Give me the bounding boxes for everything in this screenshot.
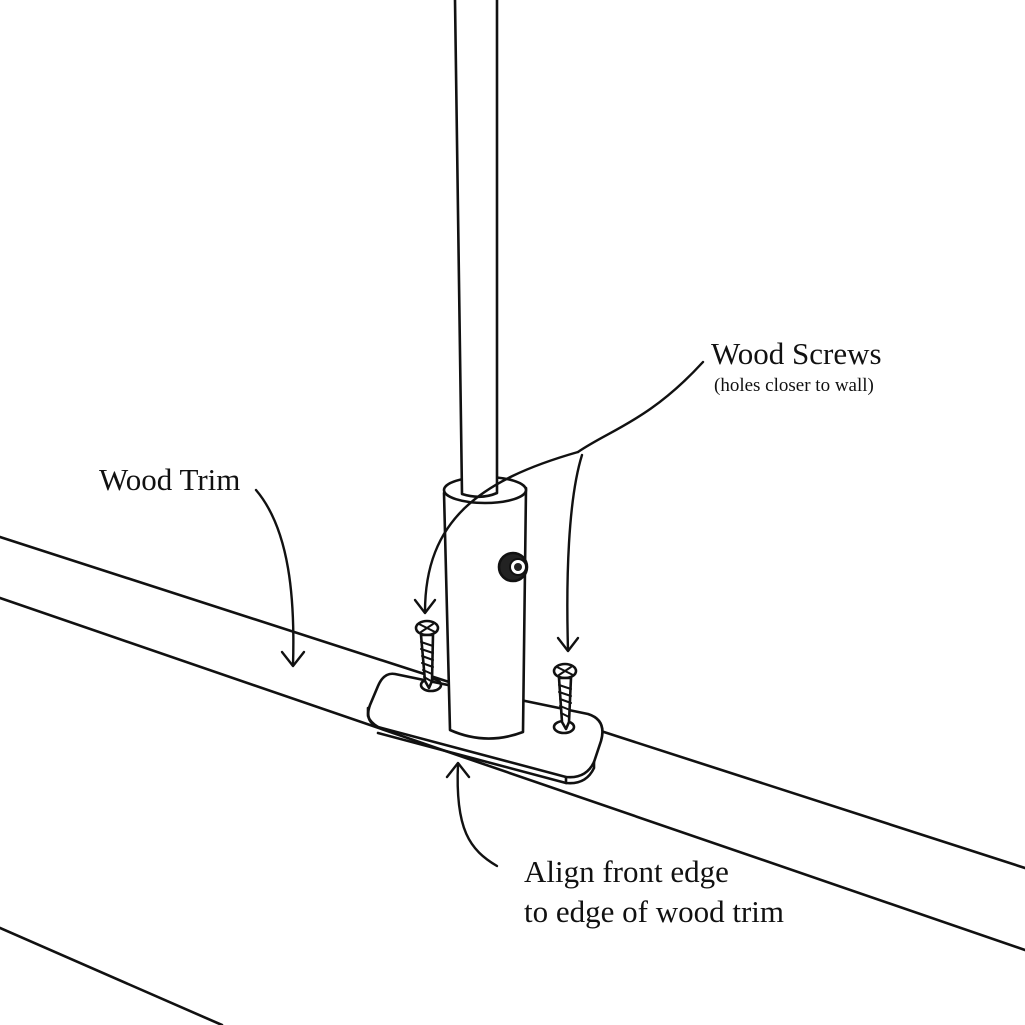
wood-screws-leader-left: [423, 450, 580, 614]
wood-trim-arrowhead: [280, 650, 306, 668]
align-leader: [456, 762, 499, 868]
wood-screw-left: [414, 619, 440, 690]
screw-slot-right-b: [558, 666, 572, 676]
vertical-pole: [453, 0, 499, 499]
pole-body: [453, 0, 499, 499]
holes-note-label: (holes closer to wall): [714, 375, 874, 396]
set-screw: [497, 551, 529, 583]
wood-screws-label: Wood Screws: [711, 336, 882, 371]
trim-front-edge: [0, 596, 1025, 952]
screw-shank-left: [419, 633, 435, 690]
align-edge-trim-label: to edge of wood trim: [524, 894, 785, 929]
wood-screws-arrowhead-left: [413, 598, 437, 615]
screw-threads-right: [558, 684, 572, 718]
socket-body: [442, 486, 528, 740]
wood-screws-arrowhead-right: [556, 636, 580, 653]
screw-slot-left-b: [420, 623, 434, 633]
set-screw-hex: [514, 563, 522, 571]
align-arrowhead: [445, 761, 471, 779]
wood-screws-leader-main: [576, 360, 705, 454]
base-plate-bottom: [376, 731, 568, 785]
screw-threads-left: [420, 641, 434, 682]
wood-screw-right: [552, 662, 578, 731]
floor-line: [0, 926, 224, 1025]
base-plate-front-edge: [366, 706, 380, 729]
wood-trim-leader: [254, 488, 295, 667]
leader-arrows: [254, 360, 705, 868]
align-front-edge-label: Align front edge: [524, 854, 729, 889]
wood-trim-label: Wood Trim: [99, 462, 241, 497]
wood-screws-leader-right: [566, 453, 584, 652]
